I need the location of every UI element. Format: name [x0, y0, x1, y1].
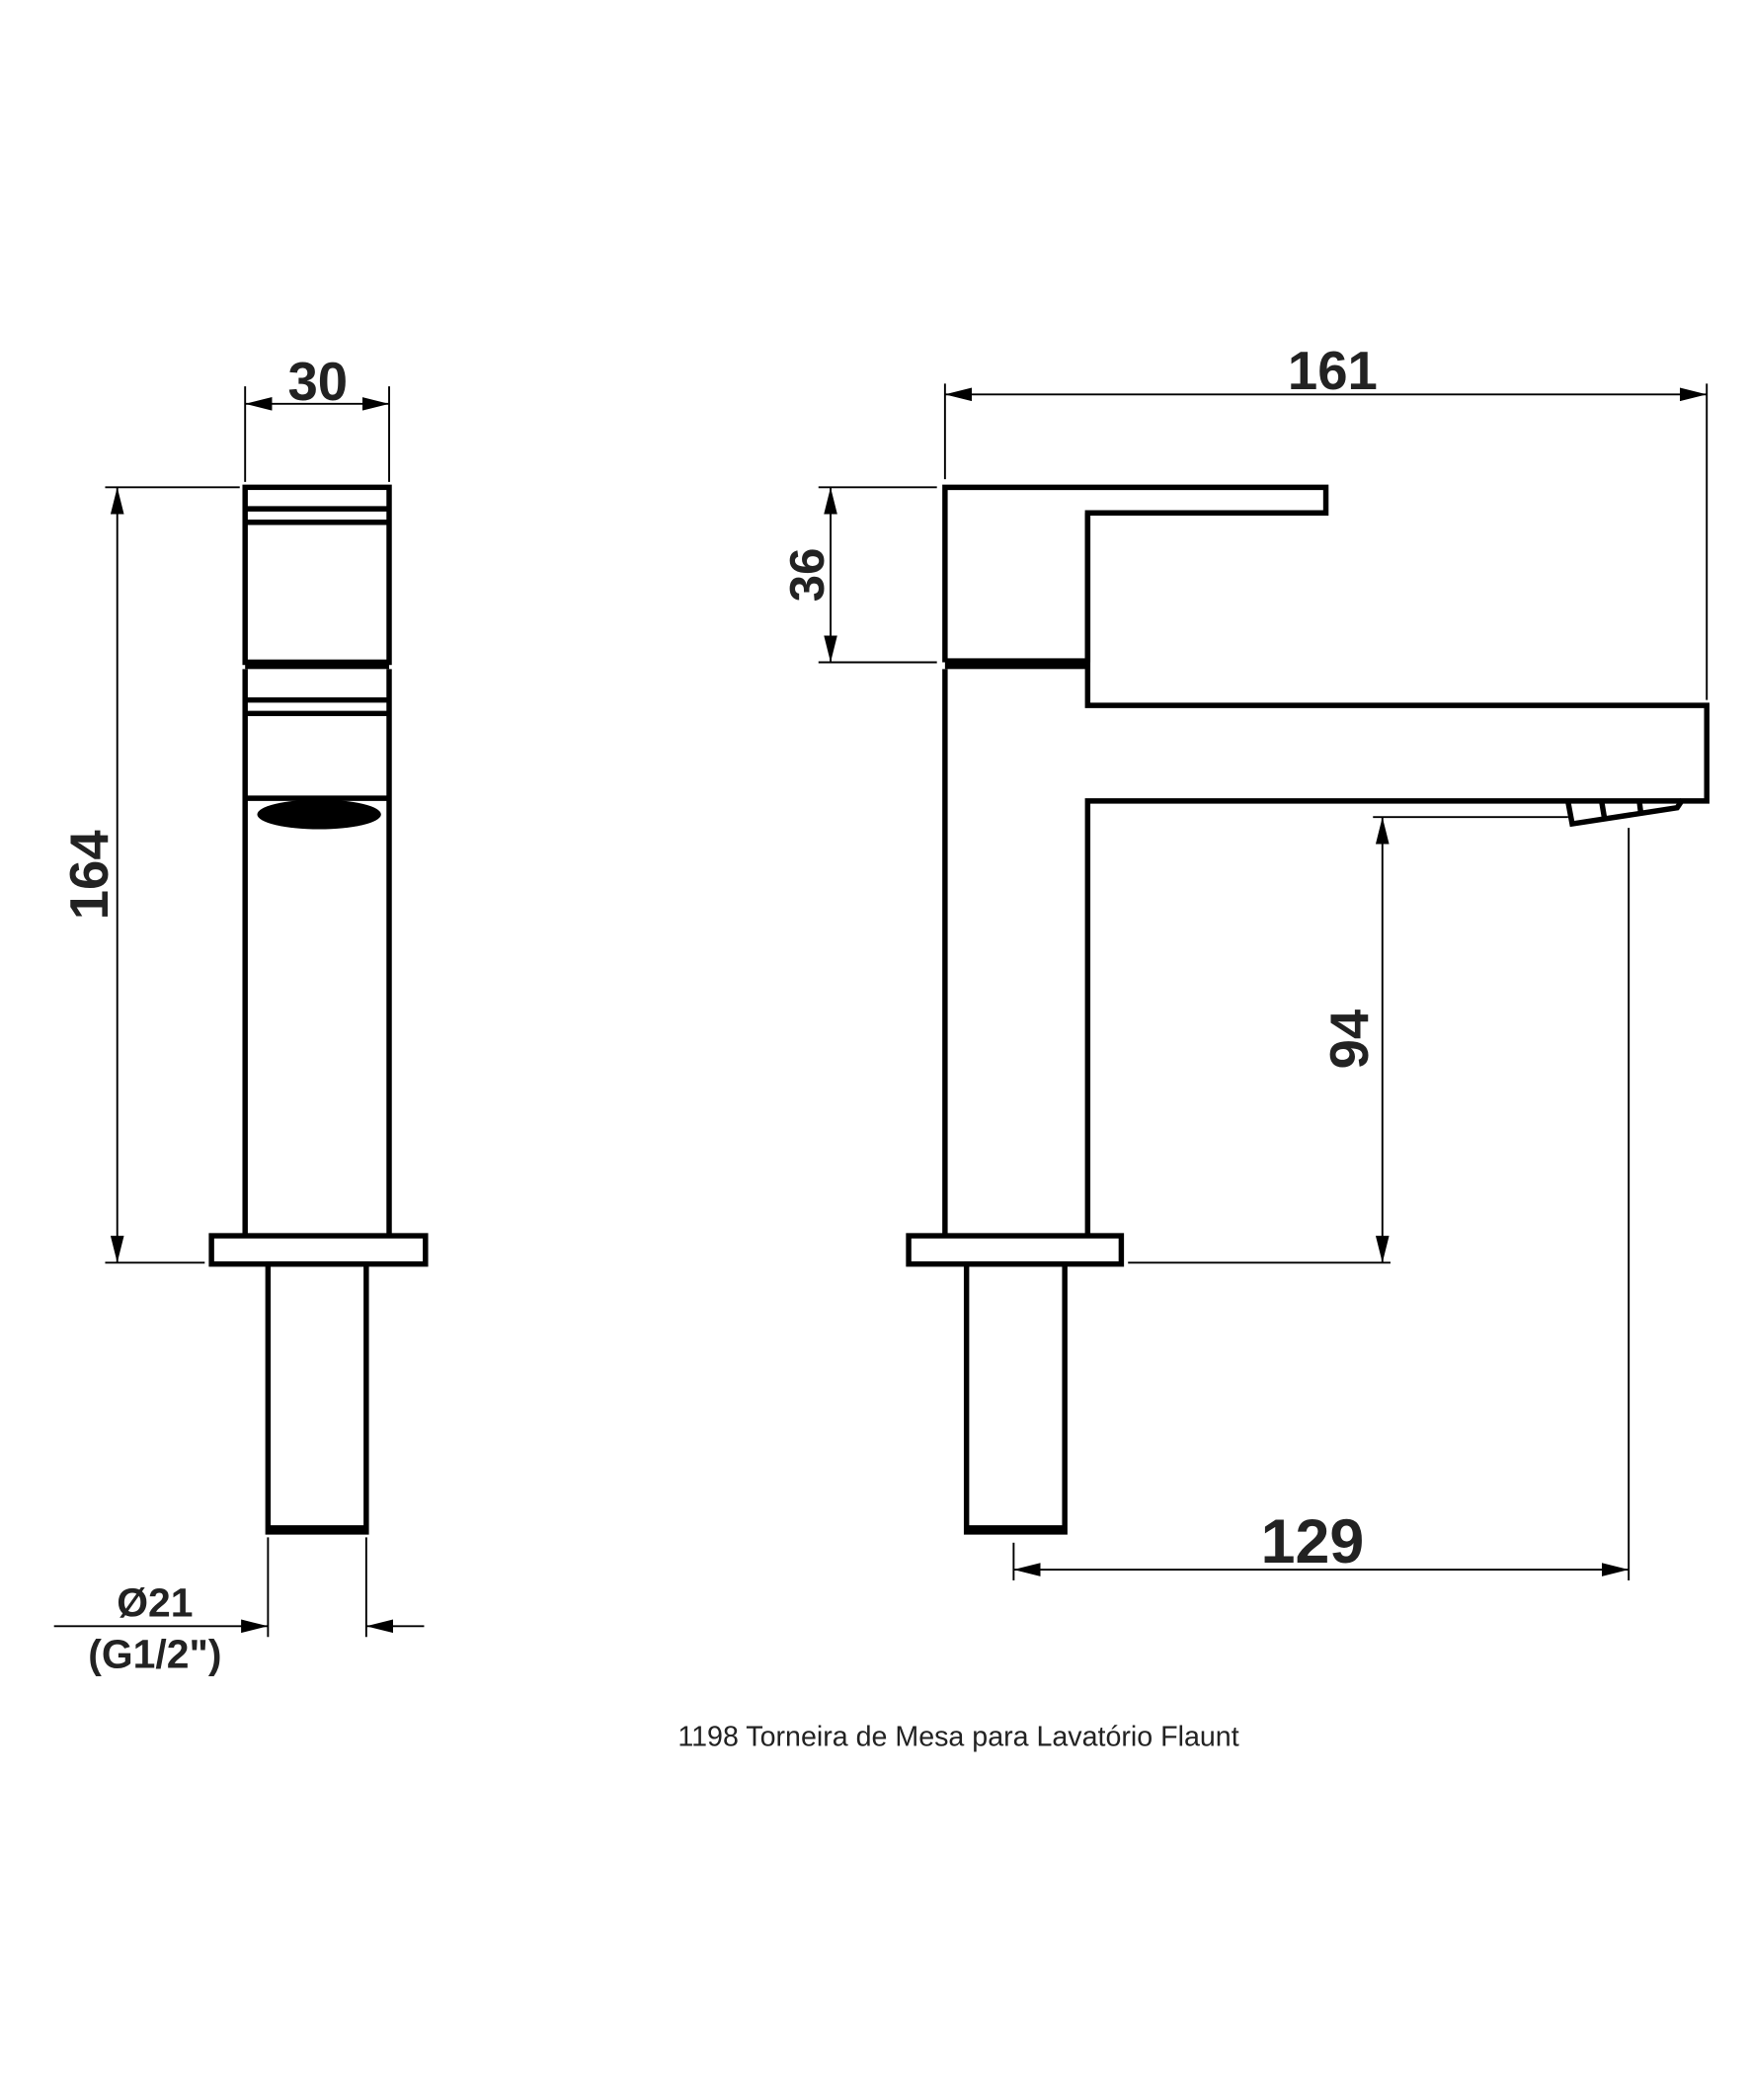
svg-text:164: 164 [59, 830, 119, 921]
dimension-pipe-diameter: Ø21 (G1/2") [53, 1537, 425, 1677]
svg-text:129: 129 [1261, 1507, 1365, 1576]
dimension-length-total: 161 [943, 341, 1709, 700]
aerator [257, 799, 381, 830]
aerator [1565, 798, 1685, 828]
svg-text:Ø21: Ø21 [117, 1580, 193, 1626]
svg-text:30: 30 [287, 352, 348, 412]
svg-text:161: 161 [1288, 341, 1378, 401]
dimension-spout-reach: 129 [1012, 828, 1631, 1580]
drawing-caption: 1198 Torneira de Mesa para Lavatório Fla… [677, 1722, 1238, 1753]
front-view [906, 484, 1710, 1535]
svg-text:36: 36 [781, 548, 835, 603]
dimension-spout-clearance: 94 [1128, 816, 1568, 1264]
dimension-handle-height: 36 [781, 486, 937, 664]
dimension-width-side: 30 [244, 352, 390, 482]
svg-text:(G1/2"): (G1/2") [88, 1632, 221, 1677]
dimension-height-total: 164 [59, 486, 240, 1264]
side-view [208, 484, 429, 1535]
svg-text:94: 94 [1319, 1009, 1380, 1069]
